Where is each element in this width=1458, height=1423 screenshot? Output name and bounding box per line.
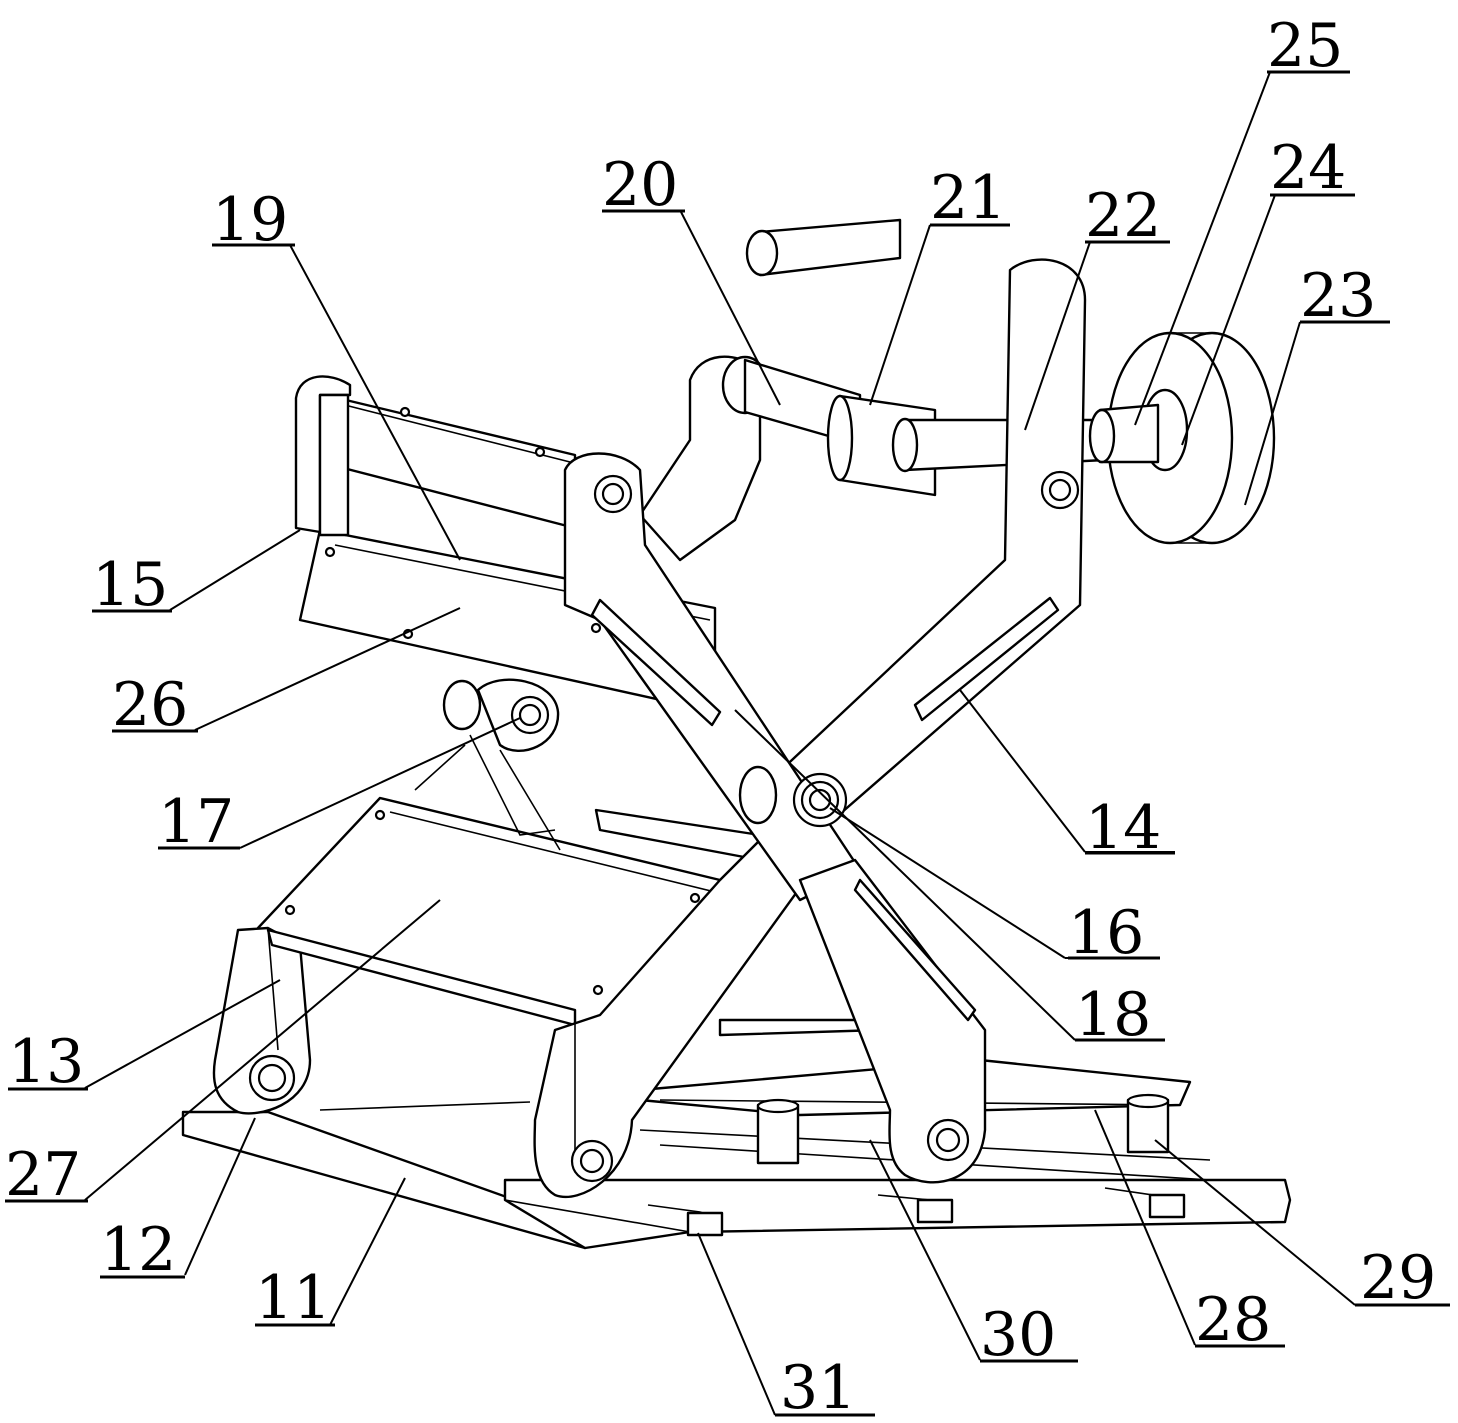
svg-text:25: 25: [1267, 11, 1343, 81]
label-21: 21: [930, 163, 1010, 233]
pin-17: [442, 678, 560, 753]
svg-text:11: 11: [255, 1263, 331, 1333]
svg-text:15: 15: [92, 550, 168, 620]
beam-18: [594, 808, 882, 1037]
label-22: 22: [1085, 181, 1170, 251]
slider-31: [686, 1193, 1186, 1237]
svg-text:21: 21: [930, 163, 1006, 233]
svg-text:19: 19: [212, 185, 288, 255]
shaft-25: [1088, 403, 1160, 464]
svg-text:17: 17: [158, 787, 234, 857]
label-25: 25: [1267, 11, 1350, 81]
scissor-link-14: [758, 258, 1087, 842]
left-bracket-15: [294, 375, 352, 537]
center-pivot-16: [738, 765, 848, 828]
label-31: 31: [775, 1353, 875, 1423]
svg-text:31: 31: [780, 1353, 856, 1423]
scissor-link-lower-right: [798, 858, 987, 1184]
svg-text:20: 20: [602, 150, 678, 220]
leader-lines: [84, 71, 1450, 1416]
svg-text:13: 13: [8, 1027, 84, 1097]
label-18: 18: [1075, 980, 1165, 1050]
svg-text:23: 23: [1300, 261, 1376, 331]
label-11: 11: [255, 1263, 335, 1333]
left-support-13: [212, 926, 577, 1115]
label-20: 20: [602, 150, 685, 220]
label-19: 19: [212, 185, 295, 255]
svg-text:16: 16: [1068, 898, 1144, 968]
label-16: 16: [1068, 898, 1160, 968]
label-24: 24: [1270, 133, 1355, 203]
svg-text:24: 24: [1270, 133, 1346, 203]
svg-text:30: 30: [980, 1300, 1056, 1370]
scissor-link-lower-left: [533, 828, 822, 1198]
label-13: 13: [8, 1027, 88, 1097]
label-26: 26: [112, 670, 198, 740]
top-plate-19: [318, 393, 577, 530]
svg-text:14: 14: [1085, 793, 1161, 863]
svg-text:12: 12: [100, 1215, 176, 1285]
label-15: 15: [92, 550, 172, 620]
inner-braces: [414, 734, 561, 851]
svg-text:26: 26: [112, 670, 188, 740]
scissor-link-upper-left: [563, 452, 862, 902]
svg-text:18: 18: [1075, 980, 1151, 1050]
label-12: 12: [100, 1215, 185, 1285]
label-23: 23: [1300, 261, 1390, 331]
support-posts-29-30: [756, 1093, 1170, 1165]
svg-text:22: 22: [1085, 181, 1161, 251]
label-29: 29: [1355, 1243, 1450, 1313]
label-28: 28: [1195, 1285, 1285, 1355]
rear-bracket-20: [638, 355, 862, 562]
label-27: 27: [5, 1140, 88, 1210]
svg-text:29: 29: [1360, 1243, 1436, 1313]
label-14: 14: [1085, 793, 1175, 863]
svg-text:27: 27: [5, 1140, 81, 1210]
label-17: 17: [158, 787, 240, 857]
svg-text:28: 28: [1195, 1285, 1271, 1355]
label-30: 30: [980, 1300, 1078, 1370]
